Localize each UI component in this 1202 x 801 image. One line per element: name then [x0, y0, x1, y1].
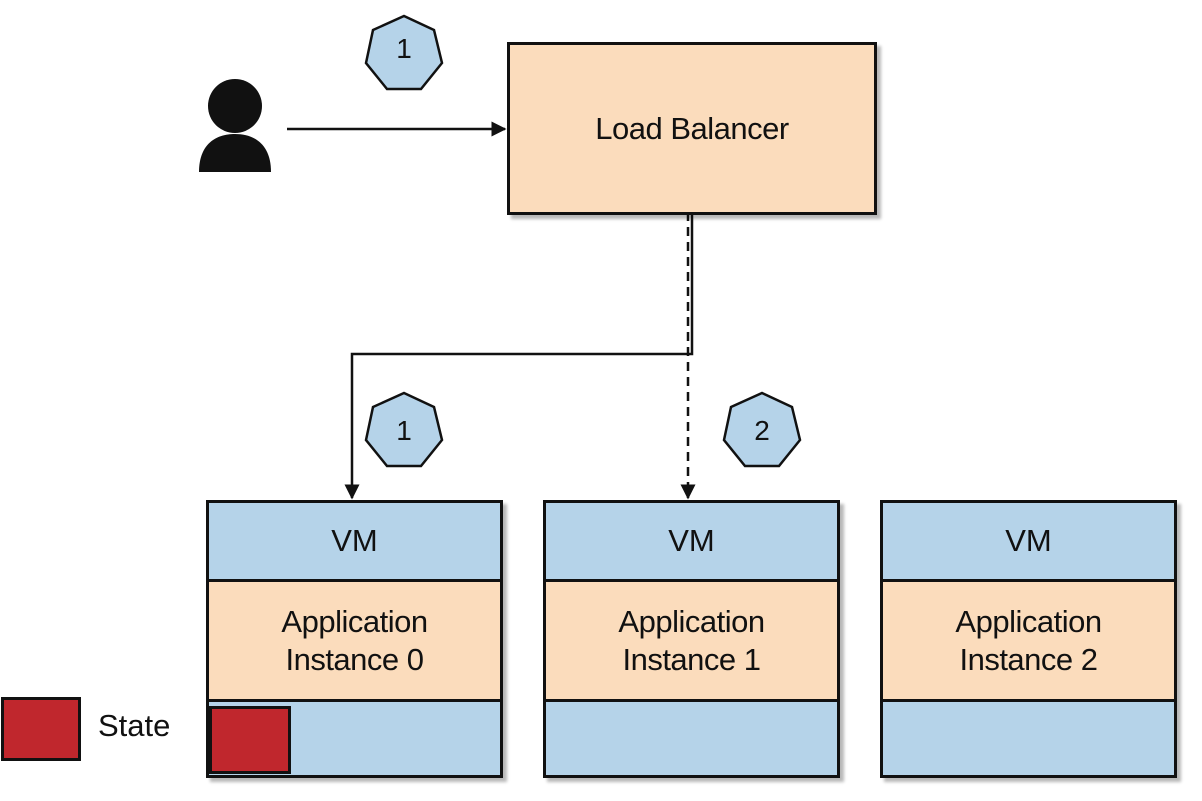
application-label-line1: Application: [618, 603, 765, 639]
load-balancer-box: Load Balancer: [507, 42, 877, 215]
vm-state-area: [883, 702, 1174, 775]
application-instance: Application Instance 2: [883, 582, 1174, 702]
step-badge-lb-to-instance-1: 2: [722, 391, 802, 468]
state-block: [209, 706, 291, 774]
application-label-line2: Instance 0: [285, 641, 424, 677]
vm-instance-0: VM Application Instance 0: [206, 500, 503, 778]
vm-header: VM: [209, 503, 500, 582]
application-instance: Application Instance 0: [209, 582, 500, 702]
vm-state-area: [209, 702, 500, 775]
step-badge-user-to-lb: 1: [364, 14, 444, 91]
vm-instance-1: VM Application Instance 1: [543, 500, 840, 778]
application-label-line1: Application: [955, 603, 1102, 639]
arrow-lb-to-instance-0: [344, 212, 694, 500]
application-label-line2: Instance 2: [959, 641, 1098, 677]
vm-state-area: [546, 702, 837, 775]
application-instance: Application Instance 1: [546, 582, 837, 702]
step-badge-lb-to-instance-0: 1: [364, 391, 444, 468]
application-label-line2: Instance 1: [622, 641, 761, 677]
vm-header-label: VM: [668, 523, 715, 558]
vm-header-label: VM: [331, 523, 378, 558]
step-badge-number: 2: [754, 415, 770, 446]
step-badge-number: 1: [396, 415, 412, 446]
vm-header: VM: [883, 503, 1174, 582]
vm-instance-2: VM Application Instance 2: [880, 500, 1177, 778]
vm-header-label: VM: [1005, 523, 1052, 558]
application-label-line1: Application: [281, 603, 428, 639]
legend-state-label: State: [98, 708, 171, 743]
legend-state-swatch: [1, 697, 81, 761]
step-badge-number: 1: [396, 33, 412, 64]
load-balancer-label: Load Balancer: [595, 110, 789, 146]
vm-header: VM: [546, 503, 837, 582]
person-icon: [199, 79, 271, 172]
